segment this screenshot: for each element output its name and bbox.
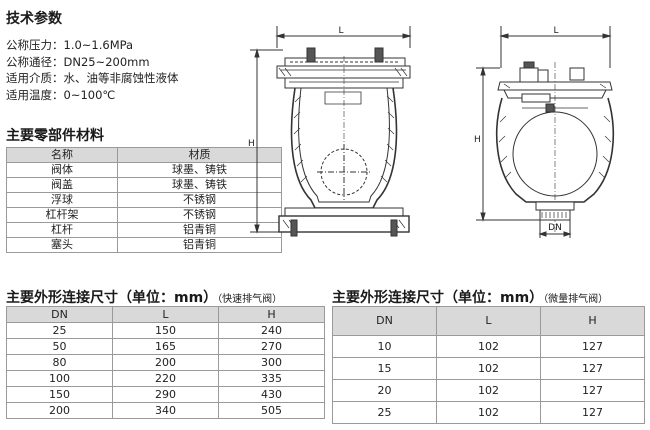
header-dn: DN (332, 306, 437, 336)
tech-params-title: 技术参数 (6, 11, 62, 27)
micro-valve-drawing: L H DN (474, 26, 615, 238)
table-header-row: 名称 材质 (6, 147, 282, 163)
header-material: 材质 (117, 147, 282, 163)
materials-title: 主要零部件材料 (6, 128, 104, 144)
fast-dim-l-label: L (338, 26, 343, 36)
header-l: L (112, 306, 219, 323)
fast-valve-drawing: L H (248, 26, 412, 237)
header-h: H (540, 306, 645, 336)
param-pressure: 公称压力：1.0~1.6MPa (6, 38, 134, 52)
table-row: 阀盖球墨、铸铁 (6, 177, 282, 193)
table-header-row: DN L H (6, 306, 325, 323)
micro-dim-h-label: H (474, 135, 481, 145)
param-medium: 适用介质：水、油等非腐蚀性液体 (6, 71, 179, 85)
materials-table: 名称 材质 阀体球墨、铸铁 阀盖球墨、铸铁 浮球不锈钢 杠杆架不锈钢 杠杆铝青铜… (6, 147, 282, 253)
dims-micro-title: 主要外形连接尺寸（单位：mm）（微量排气阀） (332, 290, 609, 306)
table-row: 塞头铝青铜 (6, 237, 282, 253)
table-header-row: DN L H (332, 306, 645, 336)
fast-dim-h-label: H (248, 139, 255, 149)
param-temperature: 适用温度：0~100℃ (6, 87, 116, 102)
table-row: 浮球不锈钢 (6, 192, 282, 208)
header-h: H (218, 306, 325, 323)
header-dn: DN (6, 306, 113, 323)
table-row: 杠杆架不锈钢 (6, 207, 282, 223)
micro-dim-l-label: L (553, 26, 558, 36)
table-row: 阀体球墨、铸铁 (6, 162, 282, 178)
dims-fast-title: 主要外形连接尺寸（单位：mm）（快速排气阀） (6, 290, 283, 306)
tech-params-list: 公称压力：1.0~1.6MPa 公称通径：DN25~200mm 适用介质：水、油… (6, 37, 179, 103)
header-name: 名称 (6, 147, 118, 163)
micro-dim-dn-label: DN (548, 223, 562, 233)
header-l: L (436, 306, 541, 336)
table-row: 杠杆铝青铜 (6, 222, 282, 238)
param-diameter: 公称通径：DN25~200mm (6, 54, 150, 69)
